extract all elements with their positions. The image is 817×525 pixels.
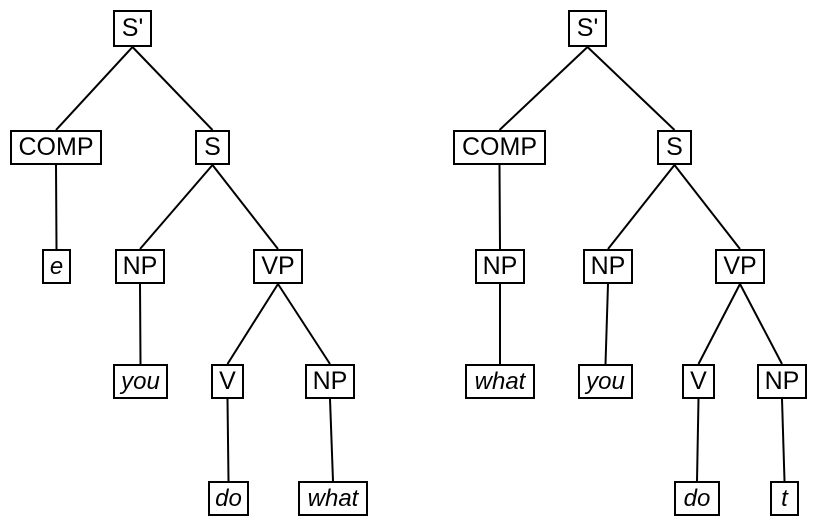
tree-node-t: t [770,481,799,516]
tree-node-label: S [204,133,221,161]
tree-edge-l-s-to-l-vp [211,164,279,250]
tree-edge-r-np2-to-r-t [781,398,786,482]
tree-edge-r-comp-to-r-np0 [498,164,501,250]
tree-edge-r-sbar-to-r-s [586,46,676,131]
tree-edge-l-vp-to-l-v [226,283,279,365]
tree-node-s: S [195,130,230,165]
tree-node-you: you [113,364,168,399]
tree-edge-l-comp-to-l-e [55,164,58,250]
tree-node-label: do [215,484,242,512]
tree-edge-l-vp-to-l-np2 [277,283,331,365]
tree-edge-l-v-to-l-do [226,398,230,482]
tree-node-np: NP [115,249,165,284]
tree-node-comp: COMP [453,130,546,165]
tree-node-vp: VP [715,249,765,284]
tree-edge-l-np2-to-l-what [329,398,334,482]
tree-node-do: do [674,481,720,516]
tree-node-np: NP [475,249,525,284]
tree-node-v: V [211,364,244,399]
tree-node-comp: COMP [10,130,102,165]
tree-node-label: you [121,367,160,395]
tree-node-sbar: S' [568,10,607,47]
tree-edge-r-vp-to-r-np2 [739,283,783,365]
tree-node-label: NP [482,252,518,280]
tree-edge-r-np1-to-r-you [604,283,609,365]
tree-node-label: what [307,484,359,512]
tree-node-label: COMP [462,133,537,161]
tree-node-label: NP [764,367,800,395]
tree-node-vp: VP [253,249,303,284]
tree-edge-l-sbar-to-l-comp [55,46,134,131]
tree-node-you: you [578,364,633,399]
tree-edge-r-s-to-r-np1 [607,164,676,250]
tree-edge-l-sbar-to-l-s [131,46,214,131]
tree-node-np: NP [757,364,807,399]
tree-node-label: NP [122,252,158,280]
tree-node-label: V [690,367,707,395]
tree-node-label: S' [576,14,599,42]
tree-node-label: COMP [18,133,94,161]
tree-node-what: what [465,364,535,399]
tree-node-do: do [208,481,249,516]
tree-node-e: e [42,249,71,284]
tree-node-label: t [781,484,788,512]
tree-node-label: what [474,367,526,395]
tree-node-label: S [666,133,683,161]
tree-node-label: e [49,252,64,280]
tree-edge-l-s-to-l-np1 [139,164,214,250]
tree-edge-l-np1-to-l-you [139,283,142,365]
tree-node-label: NP [590,252,626,280]
tree-node-s: S [657,130,692,165]
tree-node-label: do [683,484,711,512]
tree-edge-r-vp-to-r-v [697,283,741,365]
tree-edge-r-s-to-r-vp [673,164,741,250]
tree-edge-r-v-to-r-do [696,398,700,482]
tree-node-np: NP [583,249,633,284]
tree-node-label: NP [312,367,348,395]
tree-edge-r-sbar-to-r-comp [498,46,589,131]
tree-node-label: S' [121,14,144,42]
tree-node-v: V [682,364,715,399]
tree-node-np: NP [305,364,355,399]
tree-node-label: you [586,367,625,395]
tree-node-what: what [298,481,368,516]
tree-node-sbar: S' [113,10,152,47]
tree-node-label: VP [723,252,757,280]
tree-node-label: VP [261,252,295,280]
tree-node-label: V [219,367,236,395]
